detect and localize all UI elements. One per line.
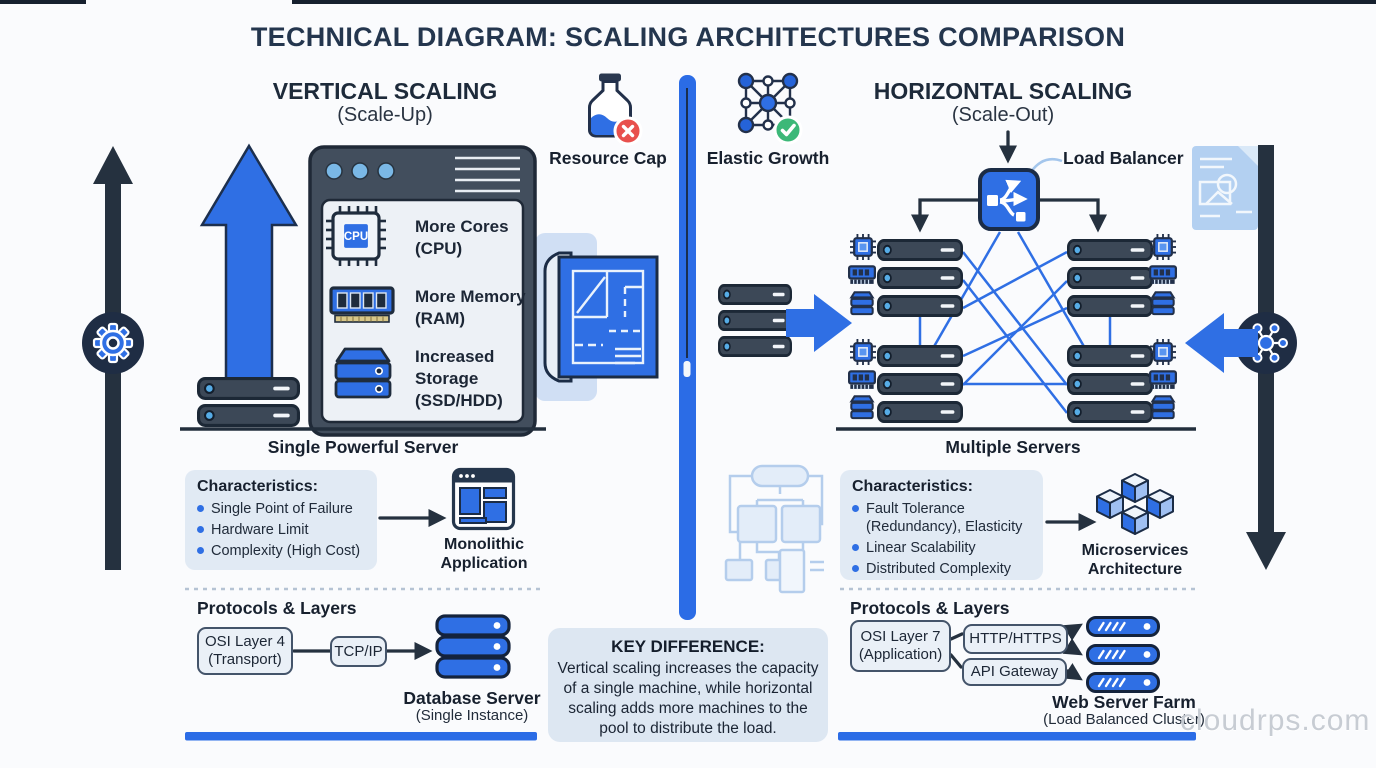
hardware-icons-right — [1149, 234, 1177, 420]
vertical-scaling-heading: VERTICAL SCALING — [272, 78, 498, 104]
monolithic-app-icon — [451, 467, 516, 531]
key-difference-box: KEY DIFFERENCE: Vertical scaling increas… — [548, 628, 828, 742]
horizontal-scaling-subheading: (Scale-Out) — [951, 104, 1055, 126]
flowchart-icon — [724, 464, 824, 594]
osi-layer4-box: OSI Layer 4 (Transport) — [197, 627, 293, 675]
web-server-farm-icon — [1086, 616, 1160, 693]
divider-bar — [679, 75, 696, 620]
network-hub-badge-icon — [1235, 312, 1297, 374]
api-gateway-box: API Gateway — [962, 658, 1067, 686]
bullet-icon — [197, 547, 204, 555]
load-balancer-label: Load Balancer — [1063, 148, 1184, 168]
feature-more-cores: More Cores (CPU) — [415, 217, 509, 258]
database-server-label: Database Server — [403, 688, 541, 708]
list-item: Hardware Limit — [197, 521, 365, 539]
blue-right-arrow-icon — [786, 294, 852, 352]
horizontal-scaling-heading: HORIZONTAL SCALING — [873, 78, 1133, 104]
list-item: Linear Scalability — [852, 539, 1031, 557]
watermark: cloudrps.com — [1180, 704, 1371, 737]
blue-left-arrow-icon — [1185, 313, 1258, 373]
web-server-farm-label: Web Server Farm — [1052, 692, 1196, 712]
microservices-cubes-icon — [1096, 473, 1174, 535]
feature-increased-storage: Increased Storage (SSD/HDD) — [415, 347, 503, 410]
tcpip-box: TCP/IP — [330, 636, 387, 667]
database-server-sublabel: (Single Instance) — [415, 707, 529, 724]
network-growth-icon — [737, 72, 803, 145]
elastic-growth-label: Elastic Growth — [706, 148, 830, 168]
key-difference-heading: KEY DIFFERENCE: — [611, 637, 765, 656]
microservices-architecture-label: Microservices Architecture — [1081, 542, 1189, 578]
load-balancer-callout — [1029, 157, 1063, 173]
blueprint-scroll-icon — [543, 251, 659, 383]
connector-lines — [292, 130, 1108, 681]
mesh-lines — [918, 231, 1112, 414]
list-item: Distributed Complexity — [852, 560, 1031, 578]
web-server-farm-sublabel: (Load Balanced Cluster) — [1043, 711, 1205, 728]
document-blueprint-icon — [1192, 146, 1258, 230]
transition-servers-icon — [718, 284, 792, 357]
page-title: TECHNICAL DIAGRAM: SCALING ARCHITECTURES… — [250, 22, 1126, 52]
cpu-chip-icon: CPU — [326, 206, 386, 266]
load-balancer-icon — [978, 168, 1040, 231]
server-rack-icon — [197, 377, 300, 427]
storage-icon — [334, 347, 392, 399]
http-https-box: HTTP/HTTPS — [963, 624, 1068, 654]
top-edge-strip — [0, 0, 1376, 4]
bottom-bar-left — [185, 732, 537, 741]
error-x-icon — [613, 116, 643, 146]
protocols-heading-right: Protocols & Layers — [850, 598, 1010, 618]
success-check-icon — [773, 115, 803, 145]
bullet-icon — [852, 565, 859, 573]
bullet-icon — [852, 544, 859, 552]
characteristics-box-vertical: Characteristics: Single Point of Failure… — [185, 470, 377, 570]
hardware-icons-left — [848, 234, 876, 420]
cpu-chip-label: CPU — [344, 231, 368, 243]
horizontal-server-caption: Multiple Servers — [945, 437, 1081, 457]
characteristics-box-horizontal: Characteristics: Fault Tolerance (Redund… — [840, 470, 1043, 580]
monolithic-application-label: Monolithic Application — [440, 536, 528, 572]
bullet-icon — [197, 505, 204, 512]
list-item: Single Point of Failure — [197, 500, 365, 518]
characteristics-heading: Characteristics: — [852, 478, 973, 495]
vertical-scaling-subheading: (Scale-Up) — [337, 104, 433, 126]
characteristics-heading: Characteristics: — [197, 478, 318, 495]
bullet-icon — [852, 505, 859, 512]
osi-layer7-box: OSI Layer 7 (Application) — [850, 620, 951, 672]
bullet-icon — [197, 526, 204, 534]
blue-up-arrow-icon — [199, 143, 299, 392]
ram-icon — [329, 286, 395, 323]
vertical-server-caption: Single Powerful Server — [267, 437, 459, 457]
list-item: Fault Tolerance (Redundancy), Elasticity — [852, 500, 1031, 536]
gear-badge-icon — [82, 312, 144, 374]
resource-cap-label: Resource Cap — [549, 148, 667, 168]
feature-more-memory: More Memory (RAM) — [415, 287, 526, 328]
database-server-icon — [435, 614, 511, 679]
bottom-bar-right — [838, 732, 1196, 741]
key-difference-body: Vertical scaling increases the capacity … — [557, 660, 819, 738]
flask-resource-cap-icon — [588, 73, 643, 146]
protocols-heading-left: Protocols & Layers — [197, 598, 357, 618]
list-item: Complexity (High Cost) — [197, 542, 365, 560]
